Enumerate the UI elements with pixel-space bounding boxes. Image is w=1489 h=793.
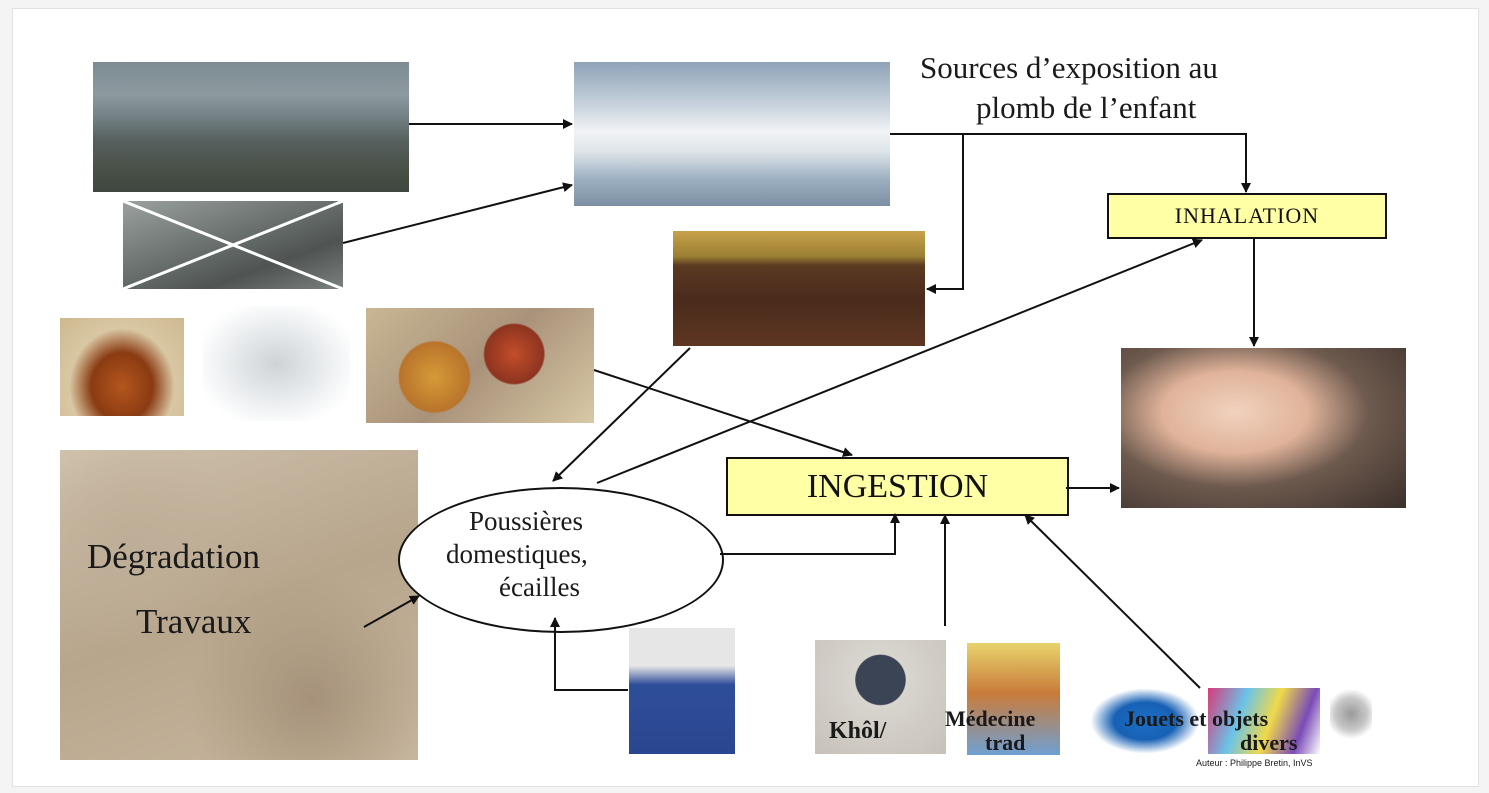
- diagram-title-line1: Sources d’exposition au: [920, 50, 1218, 85]
- inhalation-label: INHALATION: [1174, 203, 1320, 228]
- tagine-photo: [60, 318, 184, 416]
- travaux-label: Travaux: [136, 602, 252, 641]
- medecine-label-line1: Médecine: [945, 706, 1036, 731]
- house-dust-node: [398, 487, 724, 633]
- credit-label: Auteur : Philippe Bretin, InVS: [1196, 758, 1313, 768]
- degraded-wall-photo: [60, 450, 418, 760]
- inhalation-box: INHALATION: [1107, 193, 1387, 239]
- house-dust-line2: domestiques,: [446, 539, 588, 569]
- jouets-label-line1: Jouets et objets: [1124, 706, 1269, 731]
- toy-photo: [1090, 688, 1200, 754]
- medecine-label-line2: trad: [985, 730, 1026, 755]
- crayons-photo: [1208, 688, 1320, 754]
- khol-photo: [815, 640, 946, 754]
- ornament-photo: [1330, 685, 1372, 743]
- water-tap-photo: [203, 306, 350, 421]
- diagram-title-line2: plomb de l’enfant: [976, 90, 1197, 125]
- house-dust-line3: écailles: [499, 572, 580, 602]
- house-dust-line1: Poussières: [469, 506, 583, 536]
- cars-crossed-photo: [123, 201, 343, 289]
- degradation-label: Dégradation: [87, 537, 260, 576]
- baby-photo: [1121, 348, 1406, 508]
- soil-photo: [673, 231, 925, 346]
- factory-photo: [93, 62, 409, 192]
- ingestion-box: INGESTION: [726, 457, 1069, 516]
- food-spices-photo: [366, 308, 594, 423]
- worker-photo: [629, 628, 735, 754]
- jouets-label-line2: divers: [1240, 730, 1298, 755]
- sky-clouds-photo: [574, 62, 890, 206]
- khol-label: Khôl/: [829, 718, 887, 744]
- cross-out-icon: [123, 201, 343, 289]
- ingestion-label: INGESTION: [806, 467, 989, 505]
